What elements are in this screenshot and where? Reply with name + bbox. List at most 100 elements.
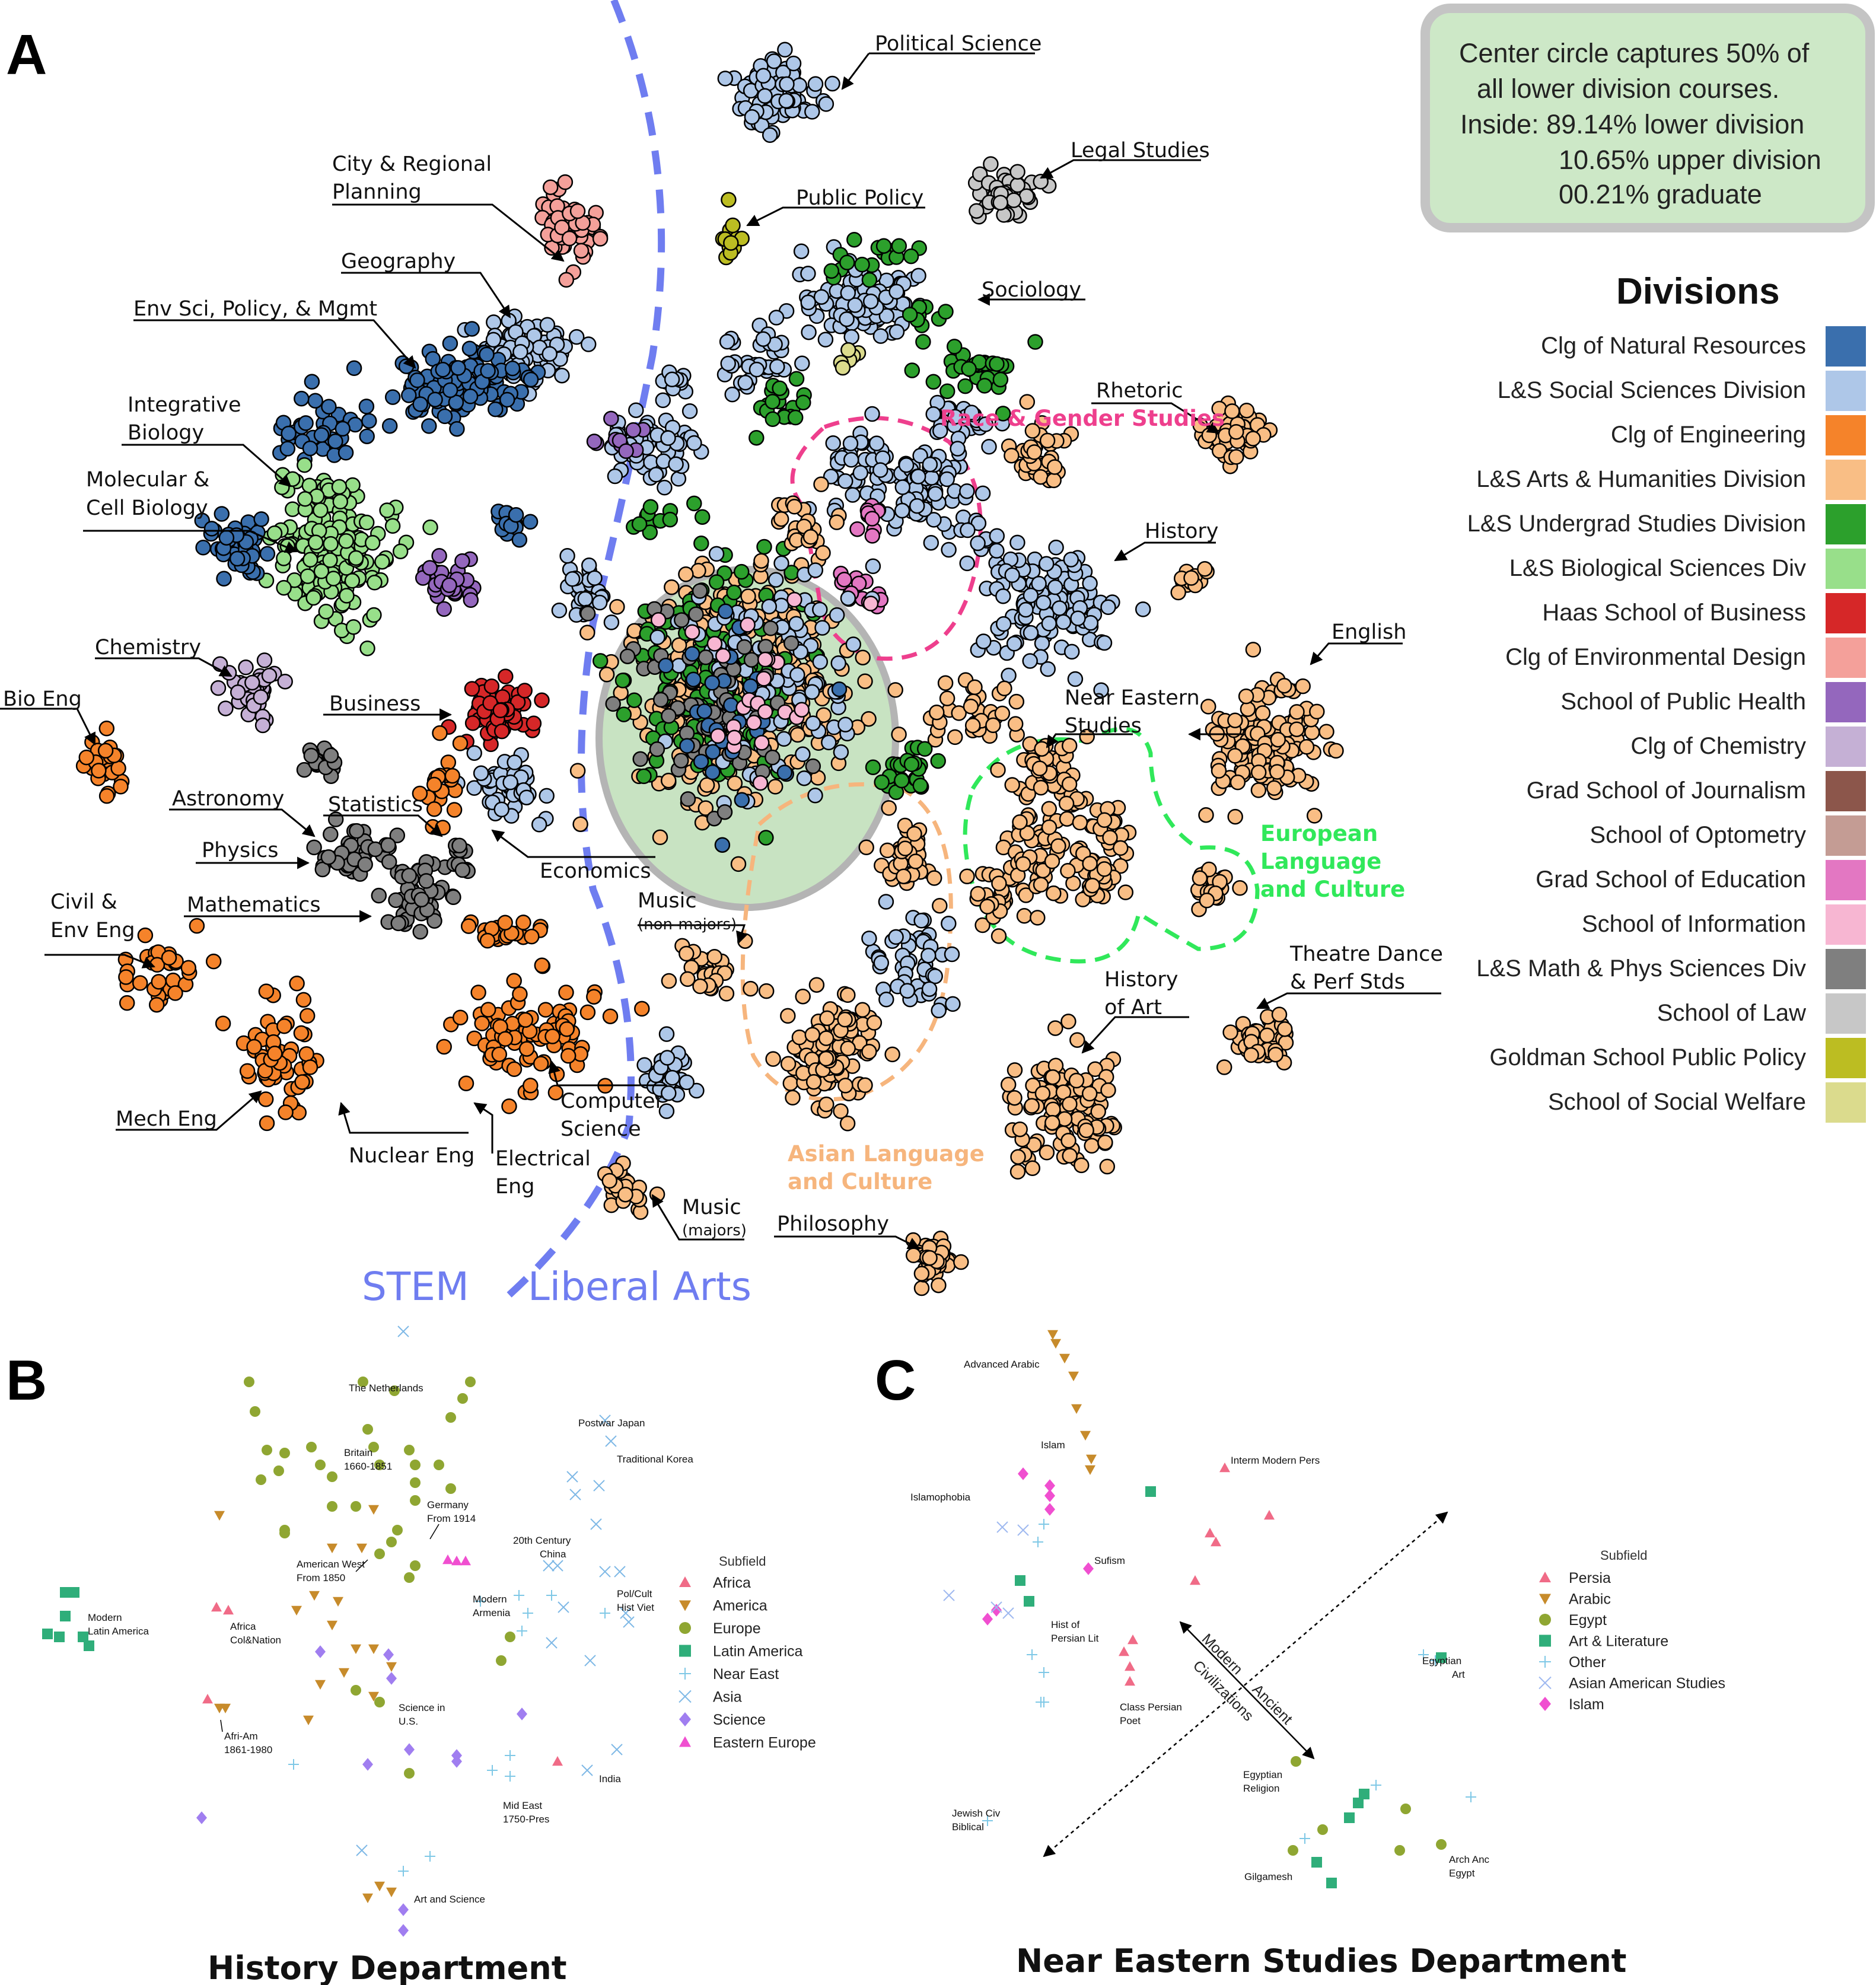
course-point	[765, 1051, 781, 1067]
course-point	[679, 738, 695, 754]
course-point	[1060, 1014, 1076, 1030]
course-point	[473, 765, 489, 781]
course-point	[1267, 1046, 1283, 1063]
course-point	[118, 969, 134, 985]
course-point	[449, 420, 465, 437]
course-point	[783, 635, 800, 651]
leader-political-science-arrow	[841, 53, 870, 90]
nes-annotations: Advanced Arabic Islam Islamophobia Inter…	[910, 1359, 1490, 1882]
course-point	[531, 817, 547, 833]
course-point	[708, 574, 725, 590]
course-point	[344, 573, 361, 589]
course-point	[1010, 1149, 1026, 1165]
course-point	[480, 363, 496, 379]
subfield-point	[404, 1743, 415, 1756]
subfield-point	[291, 1605, 302, 1616]
subfield-point	[315, 1460, 326, 1470]
course-point	[840, 342, 856, 358]
axis-ancient: Ancient	[1249, 1681, 1296, 1728]
course-point	[539, 788, 555, 804]
subfield-point	[1539, 1614, 1551, 1626]
subfield-point	[374, 1549, 385, 1559]
subfield-point	[1539, 1697, 1551, 1711]
subfield-point	[679, 1736, 691, 1747]
panel-letter-b: B	[6, 1349, 47, 1412]
course-point	[990, 928, 1007, 944]
course-point	[704, 675, 720, 691]
subfield-point	[356, 1844, 368, 1856]
course-point	[804, 104, 820, 120]
course-point	[214, 506, 230, 522]
course-point	[1045, 1101, 1061, 1117]
course-point	[941, 916, 957, 932]
course-point	[730, 856, 747, 872]
label-city-regional: City & Regional	[332, 152, 492, 176]
course-point	[1211, 763, 1227, 779]
course-point	[1062, 1096, 1078, 1112]
course-point	[903, 248, 919, 265]
course-point	[539, 317, 556, 333]
course-point	[1096, 812, 1113, 829]
course-point	[1245, 431, 1261, 447]
course-point	[458, 1075, 474, 1092]
course-point	[1228, 424, 1244, 440]
subfield-point	[1539, 1634, 1551, 1647]
course-point	[1059, 811, 1075, 827]
course-point	[1034, 741, 1050, 757]
course-point	[323, 747, 339, 763]
course-point	[401, 868, 417, 884]
label-civil: Civil &	[50, 890, 117, 914]
ann-20th-century: 20th Century	[513, 1535, 571, 1546]
course-point	[607, 468, 623, 485]
course-point	[977, 416, 994, 432]
course-point	[938, 304, 954, 320]
course-point	[323, 826, 339, 842]
course-point	[705, 764, 721, 780]
subfield-point	[442, 1554, 453, 1565]
course-point	[345, 619, 362, 635]
subfield-point	[546, 1590, 557, 1601]
course-point	[421, 418, 437, 434]
ann-interm-pers: Interm Modern Pers	[1231, 1455, 1320, 1466]
ann-class-persian: Class Persian	[1120, 1702, 1182, 1713]
course-point	[818, 96, 835, 112]
subfield-point	[368, 1505, 379, 1515]
subfield-point	[1299, 1833, 1310, 1844]
course-point	[673, 612, 690, 628]
course-point	[981, 439, 997, 455]
course-point	[661, 708, 677, 724]
course-point	[1266, 780, 1282, 796]
subfield-point	[1086, 1454, 1097, 1464]
legend-swatch	[1826, 815, 1866, 856]
nes-legend-label: Egypt	[1569, 1612, 1607, 1629]
course-point	[664, 1070, 680, 1086]
course-point	[864, 406, 880, 422]
course-point	[554, 219, 570, 235]
nes-legend-label: Art & Literature	[1569, 1633, 1668, 1650]
subfield-point	[1311, 1857, 1322, 1868]
course-point	[460, 918, 477, 934]
course-point	[912, 448, 928, 464]
course-point	[321, 399, 337, 415]
course-point	[161, 950, 177, 966]
ann-mid-east: Mid East	[503, 1800, 542, 1811]
course-point	[861, 1044, 877, 1060]
course-point	[697, 800, 714, 816]
course-point	[1006, 192, 1022, 208]
course-point	[1082, 575, 1098, 592]
course-point	[1033, 173, 1049, 190]
panel-letter-c: C	[875, 1349, 916, 1412]
course-point	[737, 374, 753, 391]
course-point	[723, 235, 739, 251]
course-point	[849, 521, 865, 537]
course-point	[818, 1096, 835, 1113]
course-point	[189, 917, 205, 934]
course-point	[746, 715, 762, 731]
history-legend-label: Science	[713, 1712, 766, 1728]
ann-art-science: Art and Science	[414, 1894, 485, 1905]
course-point	[279, 441, 296, 457]
subfield-point	[279, 1528, 290, 1538]
course-point	[714, 837, 731, 853]
course-point	[1074, 1157, 1090, 1174]
course-point	[506, 973, 522, 989]
